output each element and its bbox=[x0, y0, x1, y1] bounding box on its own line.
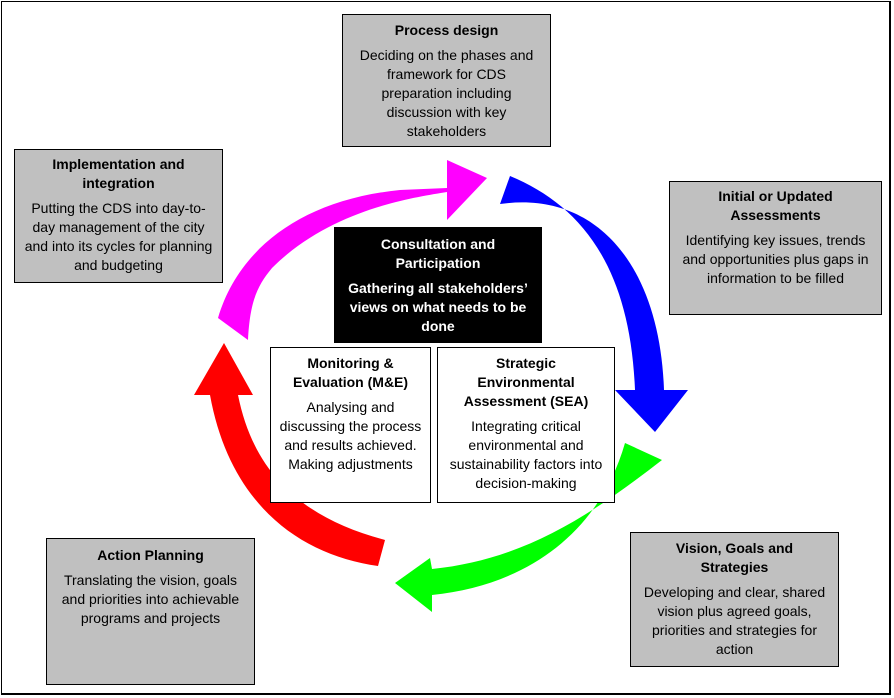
center-title: Consultation and Participation bbox=[380, 236, 496, 271]
center-sea: Strategic Environmental Assessment (SEA)… bbox=[437, 347, 615, 503]
stage-implementation: Implementation and integration Putting t… bbox=[14, 149, 223, 283]
stage-body: Translating the vision, goals and priori… bbox=[61, 572, 240, 626]
stage-process-design: Process design Deciding on the phases an… bbox=[342, 14, 551, 147]
center-title: Monitoring & Evaluation (M&E) bbox=[292, 355, 409, 390]
stage-title: Implementation and integration bbox=[52, 156, 185, 191]
stage-body: Deciding on the phases and framework for… bbox=[359, 47, 534, 139]
stage-body: Developing and clear, shared vision plus… bbox=[643, 584, 826, 657]
center-consultation: Consultation and Participation Gathering… bbox=[334, 227, 542, 343]
stage-initial-assessments: Initial or Updated Assessments Identifyi… bbox=[669, 181, 882, 315]
center-title: Strategic Environmental Assessment (SEA) bbox=[463, 355, 589, 409]
stage-vision-goals: Vision, Goals and Strategies Developing … bbox=[630, 532, 839, 667]
arrow-action-to-implementation bbox=[194, 343, 385, 566]
stage-body: Putting the CDS into day-to-day manageme… bbox=[24, 200, 213, 273]
center-body: Gathering all stakeholders’ views on wha… bbox=[348, 280, 528, 334]
stage-title: Process design bbox=[394, 22, 499, 38]
stage-body: Identifying key issues, trends and oppor… bbox=[682, 232, 869, 286]
center-body: Integrating critical environmental and s… bbox=[449, 418, 603, 491]
stage-title: Action Planning bbox=[97, 547, 204, 563]
center-body: Analysing and discussing the process and… bbox=[279, 399, 422, 472]
stage-action-planning: Action Planning Translating the vision, … bbox=[46, 538, 255, 685]
stage-title: Vision, Goals and Strategies bbox=[675, 540, 794, 575]
arrow-process-to-assessment bbox=[500, 176, 688, 432]
stage-title: Initial or Updated Assessments bbox=[718, 188, 833, 223]
arrow-implementation-to-process bbox=[218, 160, 487, 340]
arrow-vision-to-action bbox=[395, 443, 662, 612]
center-monitoring: Monitoring & Evaluation (M&E) Analysing … bbox=[270, 347, 431, 503]
